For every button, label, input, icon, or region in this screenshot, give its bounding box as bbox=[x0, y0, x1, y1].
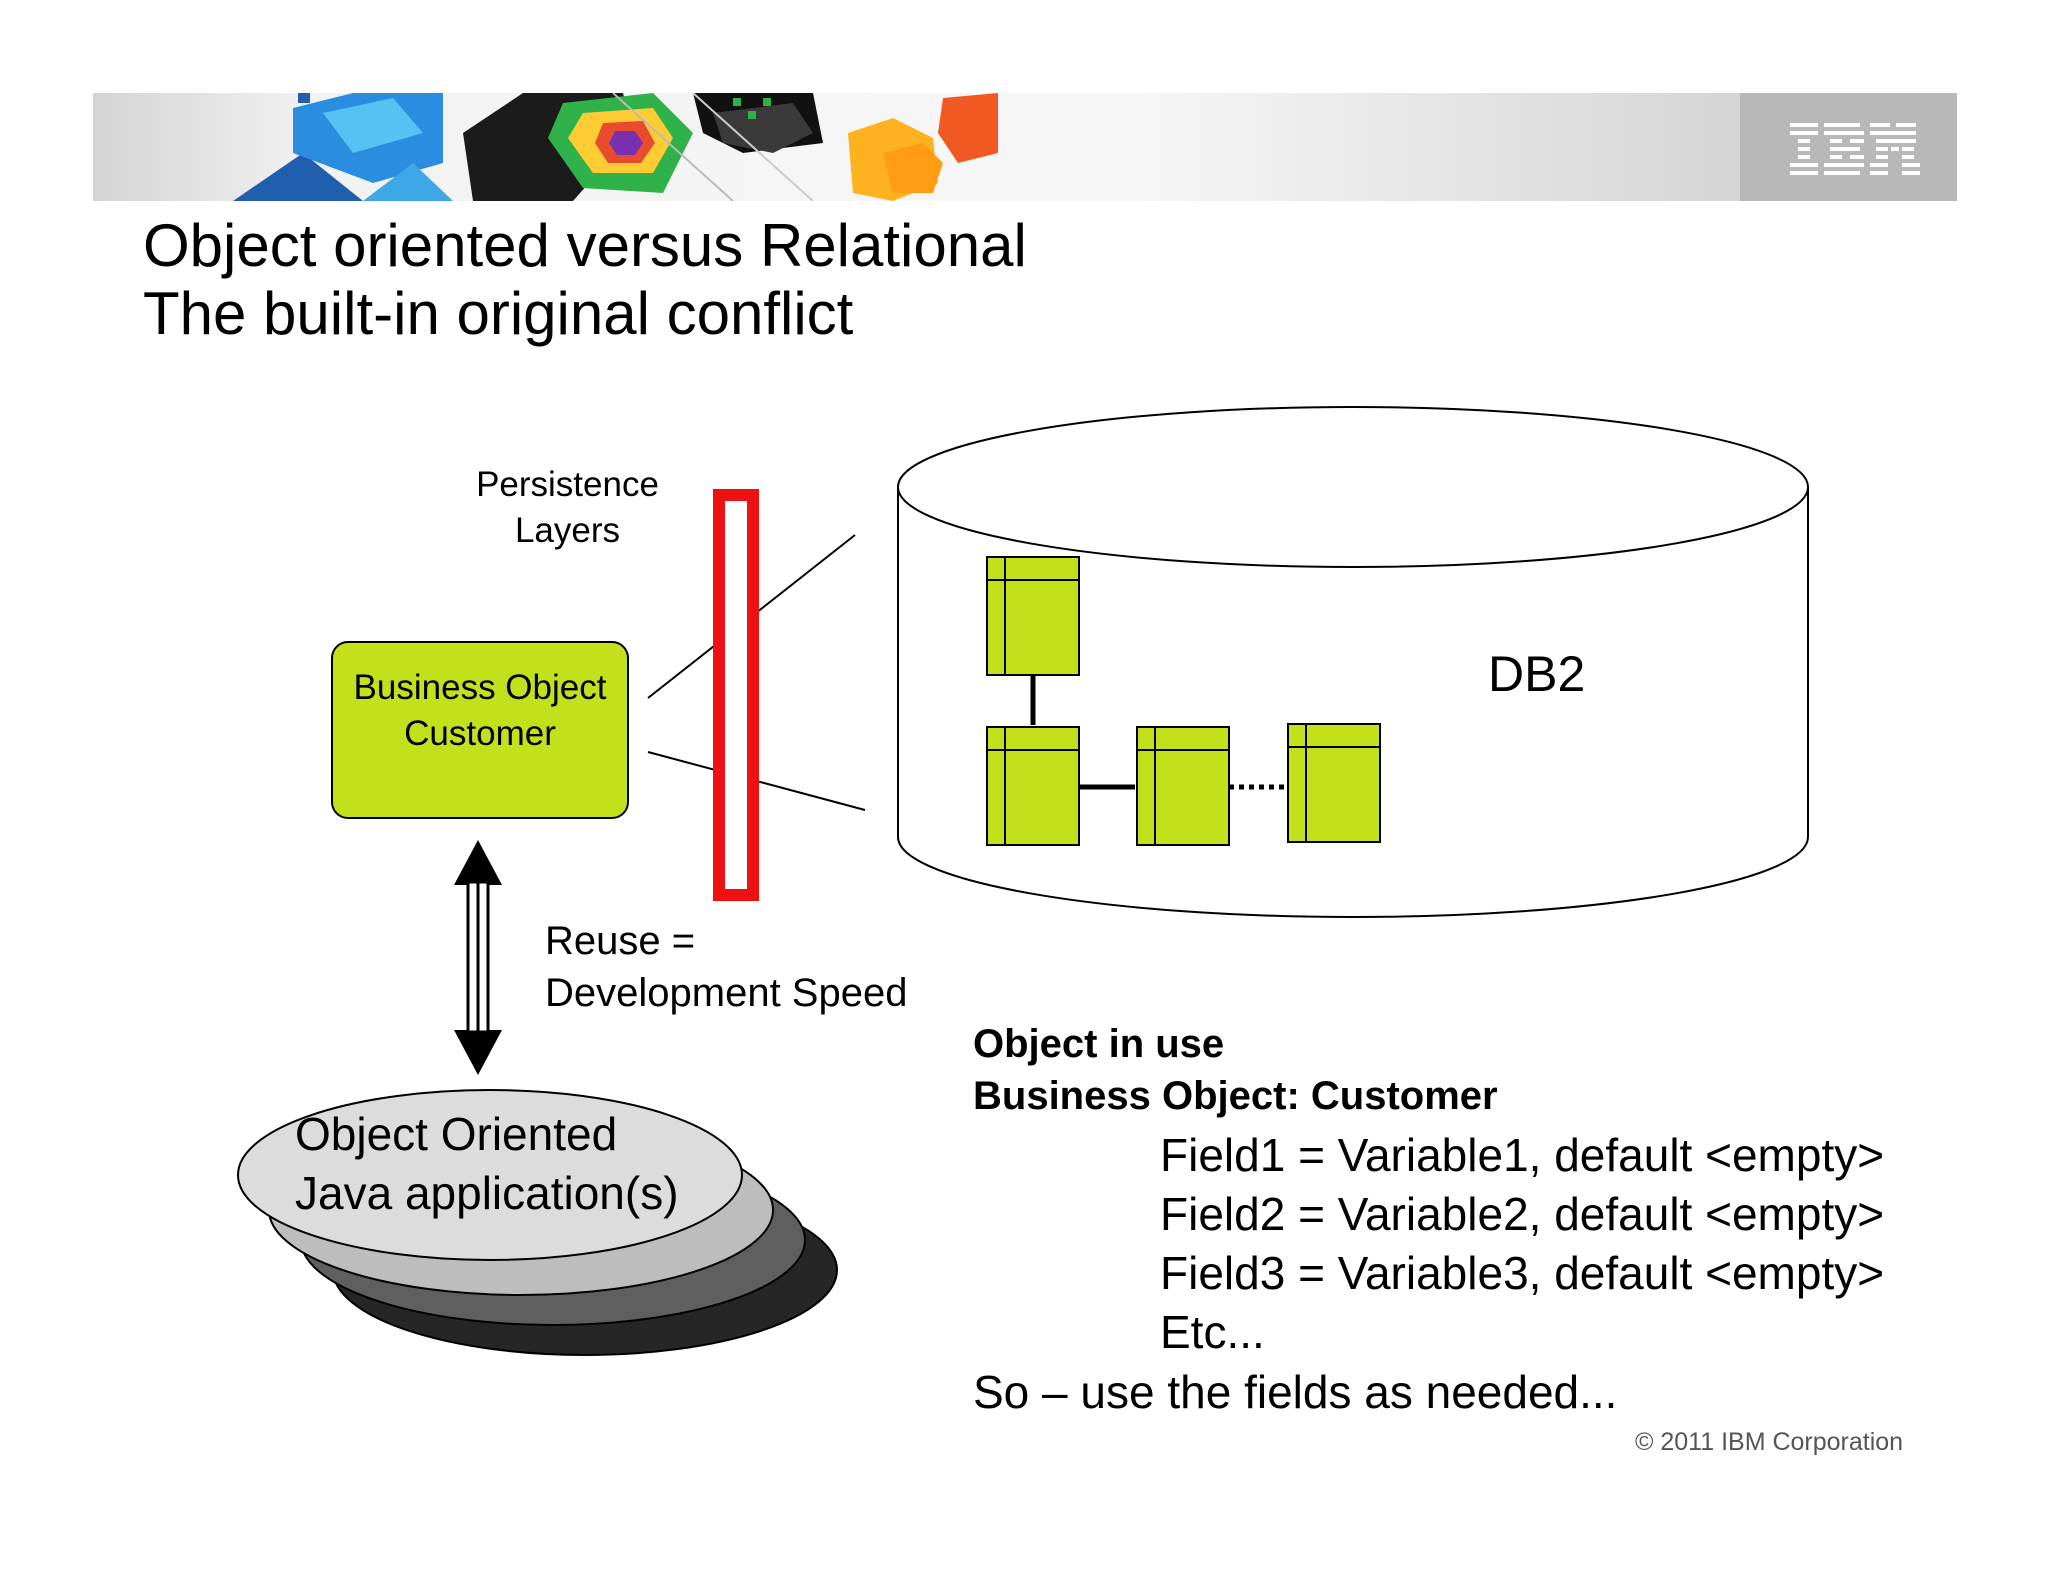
banner-artwork bbox=[233, 93, 998, 201]
field-list: Field1 = Variable1, default <empty> Fiel… bbox=[1160, 1126, 1884, 1362]
db2-label: DB2 bbox=[1488, 646, 1586, 702]
business-object-label: Business Object Customer bbox=[332, 665, 628, 757]
object-in-use-heading: Object in use Business Object: Customer bbox=[973, 1018, 1498, 1122]
ibm-logo bbox=[1740, 93, 1957, 201]
field-item: Field3 = Variable3, default <empty> bbox=[1160, 1247, 1885, 1299]
db-table-3 bbox=[1136, 726, 1230, 846]
reuse-label: Reuse = Development Speed bbox=[545, 915, 907, 1019]
java-application-label-line-2: Java application(s) bbox=[295, 1167, 679, 1219]
java-application-stack bbox=[237, 1089, 838, 1356]
reuse-label-line-2: Development Speed bbox=[545, 971, 908, 1015]
object-in-use-heading-line-2: Business Object: Customer bbox=[973, 1074, 1498, 1118]
java-application-label: Object Oriented Java application(s) bbox=[295, 1105, 679, 1223]
business-object-label-line-1: Business Object bbox=[353, 668, 607, 707]
field-item: Field2 = Variable2, default <empty> bbox=[1160, 1188, 1885, 1240]
persistence-layers-label: Persistence Layers bbox=[460, 462, 675, 554]
reuse-arrow bbox=[454, 840, 502, 1075]
field-item: Etc... bbox=[1160, 1306, 1265, 1358]
page-title-line-1: Object oriented versus Relational bbox=[143, 212, 1027, 279]
page-title-line-2: The built-in original conflict bbox=[143, 280, 854, 347]
business-object-label-line-2: Customer bbox=[404, 714, 556, 753]
java-application-label-line-1: Object Oriented bbox=[295, 1108, 618, 1160]
persistence-label-line-2: Layers bbox=[514, 511, 621, 550]
field-item: Field1 = Variable1, default <empty> bbox=[1160, 1129, 1885, 1181]
persistence-layer-bar bbox=[713, 489, 759, 901]
db-table-2 bbox=[986, 726, 1080, 846]
header-banner bbox=[93, 93, 1957, 201]
copyright-notice: © 2011 IBM Corporation bbox=[1635, 1428, 1904, 1456]
db-table-1 bbox=[986, 556, 1080, 676]
object-in-use-heading-line-1: Object in use bbox=[973, 1022, 1225, 1066]
summary-text: So – use the fields as needed... bbox=[973, 1366, 1618, 1418]
ibm-logo-graphic bbox=[1740, 93, 1957, 201]
business-object-box bbox=[331, 641, 629, 819]
reuse-label-line-1: Reuse = bbox=[545, 919, 696, 963]
db2-cylinder bbox=[897, 406, 1809, 918]
persistence-label-line-1: Persistence bbox=[476, 465, 659, 504]
db-table-4 bbox=[1287, 723, 1381, 843]
